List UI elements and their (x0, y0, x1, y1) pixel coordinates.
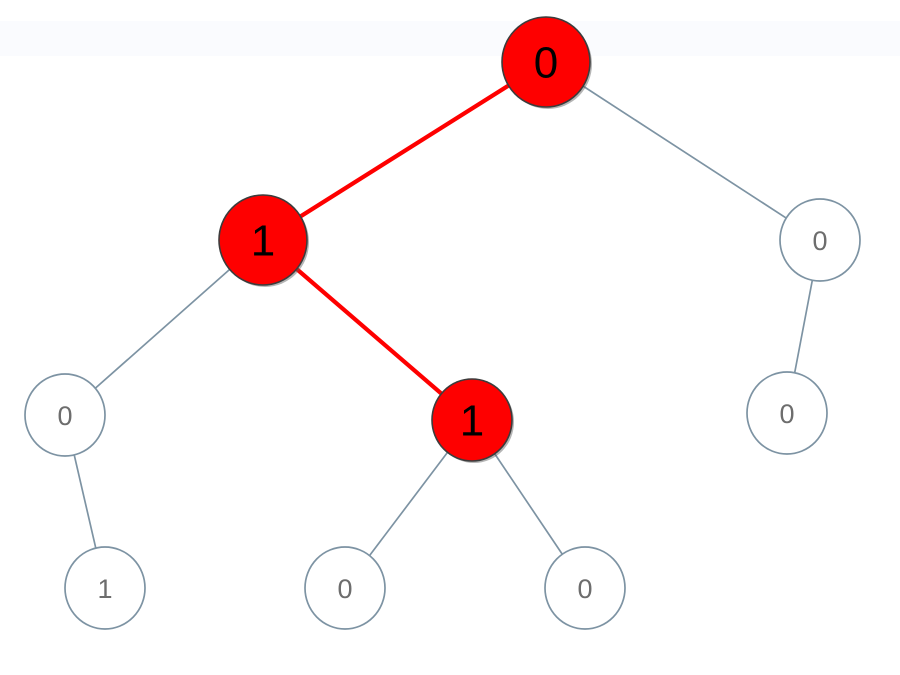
tree-node[interactable]: 0 (501, 16, 592, 109)
node-layer: 0 1 0 0 1 0 1 0 0 (24, 16, 861, 630)
tree-edge (294, 266, 444, 396)
node-label: 1 (97, 574, 112, 604)
node-label: 0 (57, 401, 72, 431)
node-circle-highlighted[interactable] (431, 378, 513, 462)
tree-edge (368, 451, 449, 557)
node-circle[interactable] (544, 546, 626, 630)
node-circle[interactable] (746, 371, 828, 455)
node-label: 1 (460, 397, 484, 446)
node-circle[interactable] (304, 546, 386, 630)
node-label: 0 (779, 399, 794, 429)
node-label: 0 (534, 39, 558, 88)
tree-edge (298, 83, 511, 219)
node-circle[interactable] (64, 546, 146, 630)
tree-node[interactable]: 0 (24, 373, 106, 457)
node-circle[interactable] (24, 373, 106, 457)
tree-node[interactable]: 1 (218, 194, 309, 287)
edge-layer (73, 83, 814, 557)
tree-node[interactable]: 1 (431, 378, 514, 463)
node-label: 1 (251, 217, 275, 266)
tree-edge (94, 268, 231, 390)
tree-edge (582, 85, 788, 219)
node-label: 0 (337, 574, 352, 604)
node-circle-highlighted[interactable] (501, 16, 591, 108)
tree-edge (493, 452, 564, 556)
node-circle[interactable] (779, 198, 861, 282)
node-label: 0 (577, 574, 592, 604)
tree-edge (73, 454, 97, 549)
tree-node[interactable]: 0 (304, 546, 386, 630)
tree-node[interactable]: 0 (544, 546, 626, 630)
tree-node[interactable]: 1 (64, 546, 146, 630)
tree-node[interactable]: 0 (746, 371, 828, 455)
node-label: 0 (812, 226, 827, 256)
tree-edge (793, 279, 814, 374)
node-circle-highlighted[interactable] (218, 194, 308, 286)
tree-node[interactable]: 0 (779, 198, 861, 282)
background-band (0, 21, 900, 56)
